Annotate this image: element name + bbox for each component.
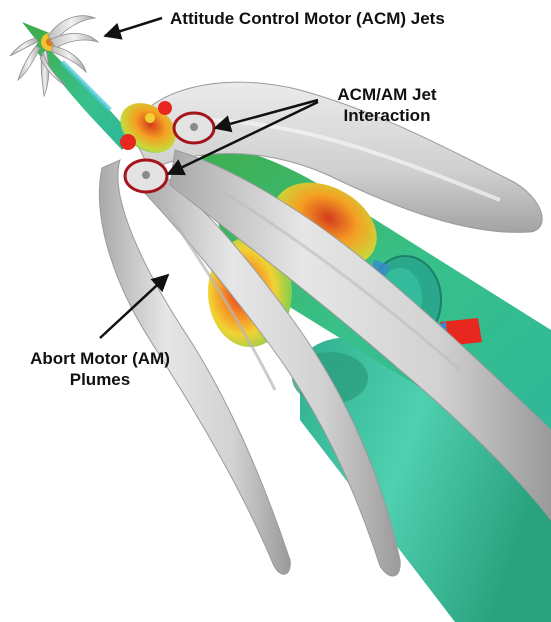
label-jet-interaction: ACM/AM Jet Interaction	[322, 84, 452, 126]
label-plumes: Abort Motor (AM) Plumes	[12, 348, 188, 390]
label-acm-jets-text: Attitude Control Motor (ACM) Jets	[170, 8, 445, 29]
label-jet-interaction-line1: ACM/AM Jet	[322, 84, 452, 105]
label-acm-jets: Attitude Control Motor (ACM) Jets	[170, 8, 445, 29]
label-plumes-line2: Plumes	[12, 369, 188, 390]
arrow-acm-jets	[105, 18, 162, 36]
interaction-highlight-upper	[174, 113, 214, 143]
label-plumes-line1: Abort Motor (AM)	[12, 348, 188, 369]
label-jet-interaction-line2: Interaction	[322, 105, 452, 126]
launch-abort-tower	[34, 40, 135, 150]
interaction-highlight-lower	[125, 160, 167, 192]
